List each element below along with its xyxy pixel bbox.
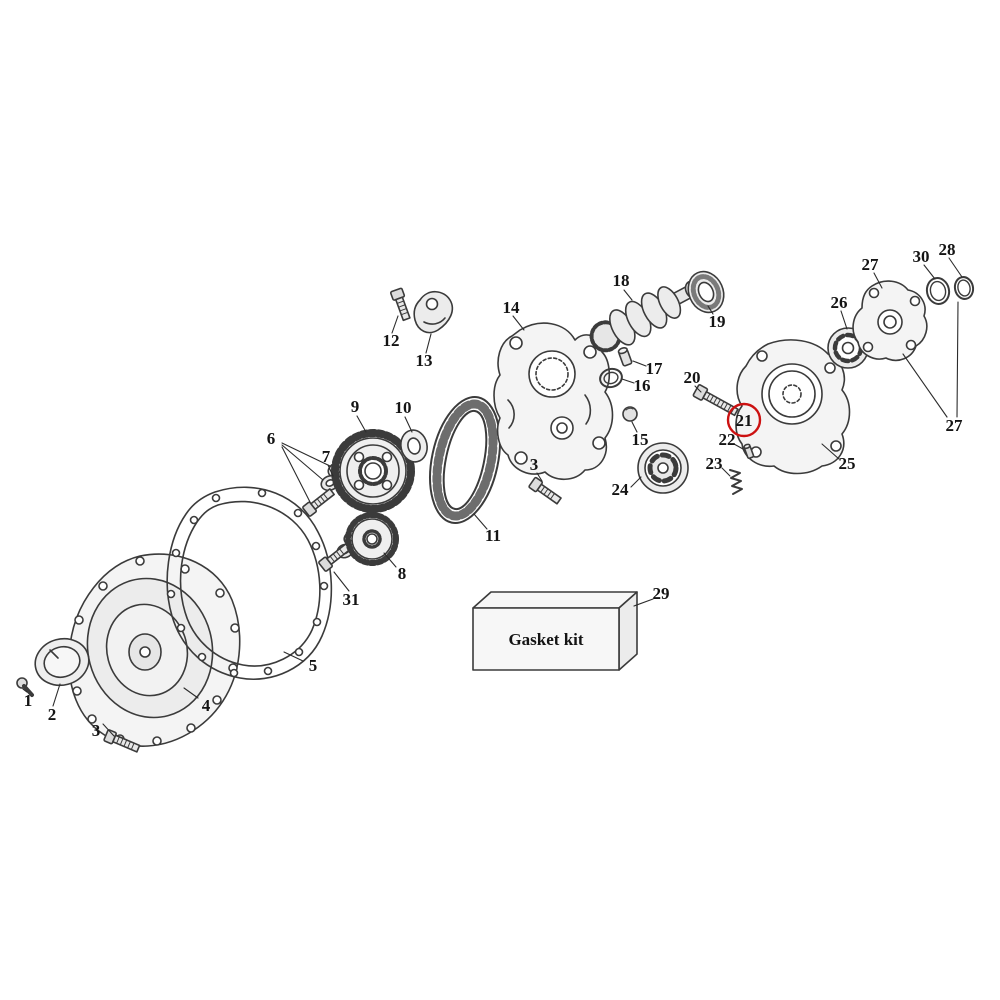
callout-11: 11 — [485, 526, 501, 545]
callout-19: 19 — [709, 312, 726, 331]
leader-lines — [22, 257, 963, 737]
callout-15: 15 — [632, 430, 649, 449]
cover-gasket-part — [166, 486, 333, 680]
callout-17: 17 — [646, 359, 664, 378]
callout-10: 10 — [395, 398, 412, 417]
callout-20: 20 — [684, 368, 701, 387]
callout-23: 23 — [706, 454, 723, 473]
callout-labels: 1 2 3 4 5 6 7 8 9 10 11 12 13 14 15 16 1… — [24, 240, 963, 740]
chain-tensioner-part — [413, 290, 454, 334]
callout-28: 28 — [939, 240, 956, 259]
bolt-part-3-plate — [528, 476, 562, 505]
gasket-kit-label: Gasket kit — [508, 630, 583, 649]
callout-2: 2 — [48, 705, 57, 724]
callout-7: 7 — [322, 447, 331, 466]
callout-14: 14 — [503, 298, 521, 317]
callout-8: 8 — [398, 564, 407, 583]
spring-part-23 — [729, 469, 743, 495]
callout-27-bottom: 27 — [946, 416, 964, 435]
callout-16: 16 — [634, 376, 651, 395]
callout-22: 22 — [719, 430, 736, 449]
callout-25: 25 — [839, 454, 856, 473]
callout-18: 18 — [613, 271, 630, 290]
inspection-cap-part — [34, 637, 90, 687]
callout-26: 26 — [831, 293, 848, 312]
callout-13: 13 — [416, 351, 433, 370]
callout-21-highlighted: 21 — [736, 411, 753, 430]
callout-31: 31 — [343, 590, 360, 609]
small-sprocket-part — [345, 512, 399, 566]
callout-4: 4 — [202, 696, 211, 715]
large-sprocket-part — [331, 429, 415, 513]
needle-bearing-part — [687, 270, 725, 314]
pump-rotor-part — [637, 442, 689, 494]
pin-part-22 — [743, 443, 755, 460]
callout-6: 6 — [267, 429, 276, 448]
callout-27-top: 27 — [862, 255, 880, 274]
gasket-kit-box: Gasket kit — [472, 591, 638, 671]
cam-chain-part — [429, 396, 501, 524]
cam-support-plate-part — [493, 322, 614, 481]
o-ring-part-16 — [599, 367, 623, 389]
highlight-circle — [726, 402, 762, 438]
o-ring-part-28 — [953, 276, 975, 300]
callout-30: 30 — [913, 247, 930, 266]
check-ball-part — [622, 406, 638, 422]
pump-cover-part — [852, 280, 928, 362]
callout-12: 12 — [383, 331, 400, 350]
callout-29: 29 — [653, 584, 670, 603]
bolt-part-12 — [389, 287, 411, 322]
callout-3-cover: 3 — [92, 721, 101, 740]
o-ring-part-30 — [925, 277, 951, 305]
bolt-part-20 — [692, 384, 739, 417]
callout-9: 9 — [351, 397, 360, 416]
washer-part-10 — [400, 429, 428, 463]
callout-3-plate: 3 — [530, 455, 539, 474]
camshaft-part — [589, 280, 702, 353]
callout-1: 1 — [24, 691, 33, 710]
callout-24: 24 — [612, 480, 630, 499]
dowel-pin-part — [617, 347, 633, 367]
bolt-part-3-cover — [103, 729, 141, 753]
callout-5: 5 — [309, 656, 318, 675]
cam-cover-part — [66, 553, 241, 747]
screw-part-1 — [16, 677, 34, 697]
